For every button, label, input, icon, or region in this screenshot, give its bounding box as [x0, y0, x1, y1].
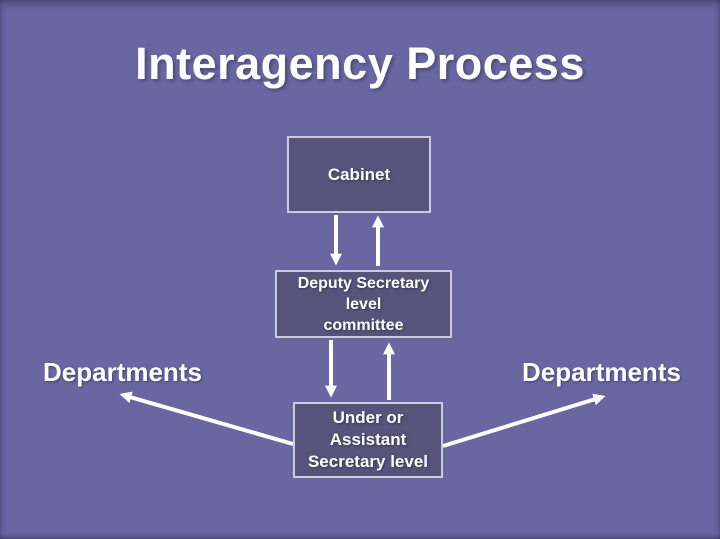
slide-title: Interagency Process — [135, 38, 585, 89]
node-under-or-assistant-secretary-level: Under or Assistant Secretary level — [293, 402, 443, 478]
departments-label-right: Departments — [522, 357, 681, 387]
arrow-under-to-departments-left — [119, 391, 294, 446]
node-deputy-secretary-level-committee: Deputy Secretary level committee — [275, 270, 452, 338]
departments-label-left: Departments — [43, 357, 202, 387]
arrow-under-to-departments-right — [442, 393, 606, 448]
node-cabinet: Cabinet — [287, 136, 431, 213]
